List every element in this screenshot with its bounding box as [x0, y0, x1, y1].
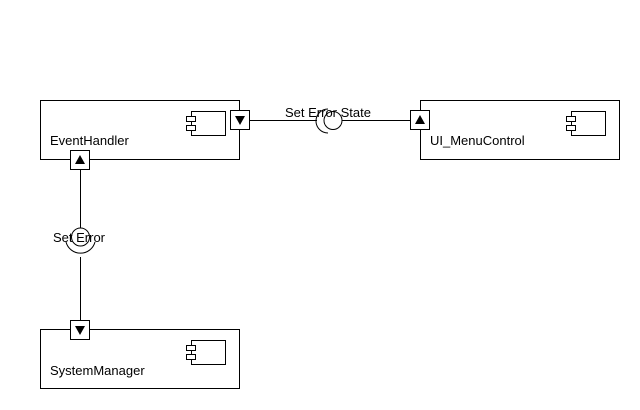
port-ui-menu-control-left[interactable] — [410, 110, 430, 130]
port-event-handler-bottom[interactable] — [70, 150, 90, 170]
port-event-handler-right[interactable] — [230, 110, 250, 130]
component-name: EventHandler — [50, 133, 129, 148]
component-event-handler[interactable]: EventHandler — [40, 100, 240, 160]
component-icon — [186, 111, 226, 136]
required-interface-socket — [65, 241, 96, 254]
connector-label: Set Error State — [285, 105, 371, 120]
port-system-manager-top[interactable] — [70, 320, 90, 340]
arrow-down-icon — [235, 116, 245, 125]
connector-set-error[interactable]: Set Error — [53, 170, 106, 320]
arrow-up-icon — [75, 155, 85, 164]
component-icon — [566, 111, 606, 136]
connector-set-error-state[interactable]: Set Error State — [250, 105, 410, 134]
component-ui-menu-control[interactable]: UI_MenuControl — [420, 100, 620, 160]
required-interface-socket — [315, 108, 329, 134]
component-name: UI_MenuControl — [430, 133, 525, 148]
provided-interface-ball — [71, 227, 90, 247]
arrow-down-icon — [75, 326, 85, 335]
connector-label: Set Error — [53, 230, 106, 245]
arrow-up-icon — [415, 115, 425, 124]
component-icon — [186, 340, 226, 365]
component-name: SystemManager — [50, 363, 145, 378]
